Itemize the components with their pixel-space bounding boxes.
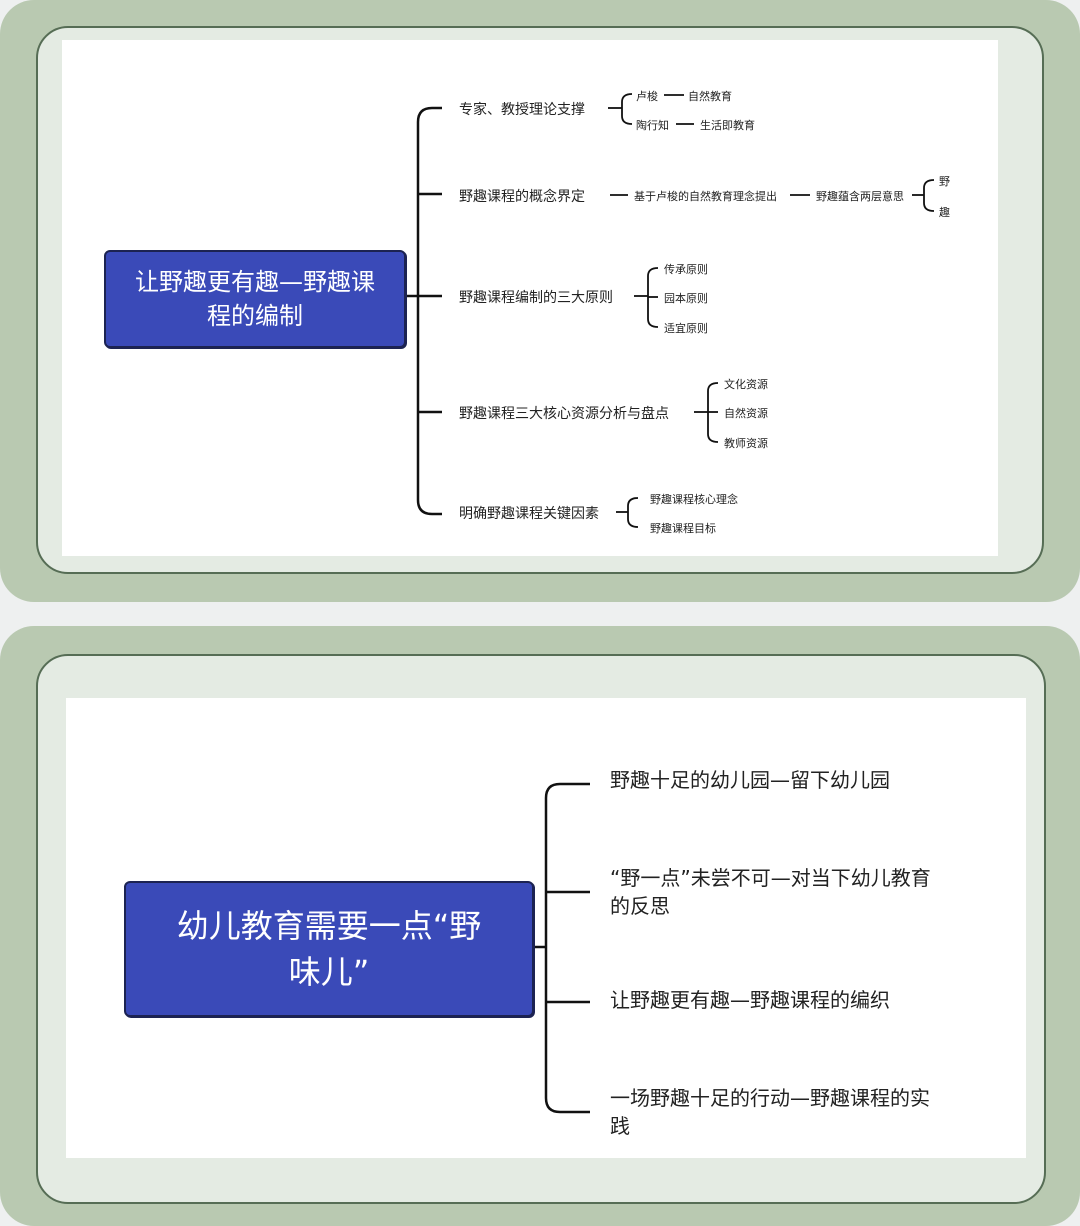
branch-core-resources[interactable]: 野趣课程三大核心资源分析与盘点 bbox=[459, 406, 669, 422]
central-topic-1[interactable]: 让野趣更有趣—野趣课 程的编制 bbox=[104, 250, 406, 348]
node-teacher-resources[interactable]: 教师资源 bbox=[724, 437, 768, 450]
node-natural-resources[interactable]: 自然资源 bbox=[724, 407, 768, 420]
node-course-goals[interactable]: 野趣课程目标 bbox=[650, 522, 716, 535]
branch-practice[interactable]: 一场野趣十足的行动—野趣课程的实 践 bbox=[610, 1084, 930, 1140]
branch-practice-line2: 践 bbox=[610, 1114, 630, 1138]
branch-reflection[interactable]: “野一点”未尝不可—对当下幼儿教育 的反思 bbox=[610, 864, 931, 920]
node-school-based-principle[interactable]: 园本原则 bbox=[664, 292, 708, 305]
branch-concept-definition[interactable]: 野趣课程的概念界定 bbox=[459, 189, 585, 205]
branch-key-factors[interactable]: 明确野趣课程关键因素 bbox=[459, 506, 599, 522]
branch-three-principles[interactable]: 野趣课程编制的三大原则 bbox=[459, 290, 613, 306]
mindmap-card-1: 让野趣更有趣—野趣课 程的编制 专家、教授理论支撑 野趣课程的概念界定 野趣课程… bbox=[0, 0, 1080, 602]
branch-wild-kindergarten-line1: 野趣十足的幼儿园—留下幼儿园 bbox=[610, 768, 890, 792]
branch-practice-line1: 一场野趣十足的行动—野趣课程的实 bbox=[610, 1086, 930, 1110]
branch-theory-support[interactable]: 专家、教授理论支撑 bbox=[459, 102, 585, 118]
mindmap-card-2: 幼儿教育需要一点“野 味儿” 野趣十足的幼儿园—留下幼儿园 “野一点”未尝不可—… bbox=[0, 626, 1080, 1226]
node-life-is-education[interactable]: 生活即教育 bbox=[700, 119, 755, 132]
branch-reflection-line2: 的反思 bbox=[610, 894, 670, 918]
branch-curriculum-weaving-line1: 让野趣更有趣—野趣课程的编织 bbox=[610, 988, 890, 1012]
node-cultural-resources[interactable]: 文化资源 bbox=[724, 378, 768, 391]
node-leaf-ye[interactable]: 野 bbox=[939, 175, 950, 188]
node-core-concept[interactable]: 野趣课程核心理念 bbox=[650, 493, 738, 506]
central-topic-1-line1: 让野趣更有趣—野趣课 bbox=[135, 268, 375, 296]
node-tao-xingzhi[interactable]: 陶行知 bbox=[636, 119, 669, 132]
node-appropriate-principle[interactable]: 适宜原则 bbox=[664, 322, 708, 335]
central-topic-2[interactable]: 幼儿教育需要一点“野 味儿” bbox=[124, 881, 534, 1017]
node-rousseau[interactable]: 卢梭 bbox=[636, 90, 658, 103]
mindmap-connectors-1 bbox=[404, 93, 935, 528]
node-two-meanings[interactable]: 野趣蕴含两层意思 bbox=[816, 190, 904, 203]
branch-reflection-line1: “野一点”未尝不可—对当下幼儿教育 bbox=[610, 866, 931, 890]
branch-curriculum-weaving[interactable]: 让野趣更有趣—野趣课程的编织 bbox=[610, 986, 890, 1014]
mindmap-canvas-2: 幼儿教育需要一点“野 味儿” 野趣十足的幼儿园—留下幼儿园 “野一点”未尝不可—… bbox=[66, 698, 1026, 1158]
node-inheritance-principle[interactable]: 传承原则 bbox=[664, 263, 708, 276]
node-based-on-rousseau[interactable]: 基于卢梭的自然教育理念提出 bbox=[634, 190, 777, 203]
mindmap-canvas-1: 让野趣更有趣—野趣课 程的编制 专家、教授理论支撑 野趣课程的概念界定 野趣课程… bbox=[62, 40, 998, 556]
branch-wild-kindergarten[interactable]: 野趣十足的幼儿园—留下幼儿园 bbox=[610, 766, 890, 794]
mindmap-connectors-2 bbox=[532, 782, 590, 1114]
central-topic-1-line2: 程的编制 bbox=[207, 302, 303, 330]
node-leaf-qu[interactable]: 趣 bbox=[939, 206, 950, 219]
central-topic-2-line2: 味儿” bbox=[288, 953, 370, 991]
central-topic-2-line1: 幼儿教育需要一点“野 bbox=[176, 907, 482, 945]
node-natural-education[interactable]: 自然教育 bbox=[688, 90, 732, 103]
